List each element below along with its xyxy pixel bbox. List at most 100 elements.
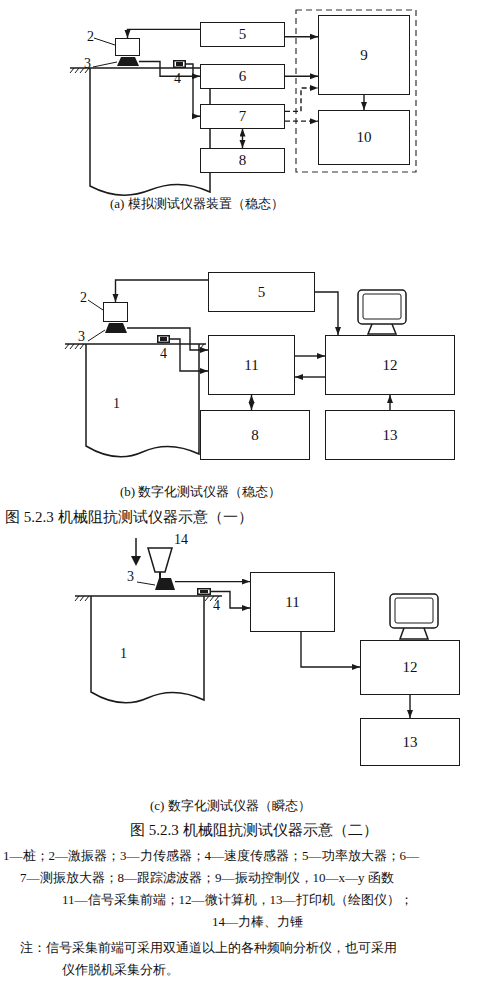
box-number: 5 — [239, 26, 247, 43]
amplifier-box: 6 — [200, 64, 285, 89]
callout-number: 3 — [127, 569, 134, 584]
shape-outline — [157, 335, 170, 343]
connector — [409, 695, 410, 718]
connector — [116, 280, 209, 302]
connector — [128, 29, 201, 38]
hatch-stroke — [80, 596, 84, 601]
callout-number: 4 — [174, 71, 181, 86]
subfigure-caption: (a) 模拟测试仪器装置（稳态） — [110, 196, 284, 212]
box-number: 10 — [357, 129, 372, 146]
connector — [285, 120, 318, 121]
box-number: 8 — [239, 152, 247, 169]
connector — [315, 292, 338, 335]
shape-outline — [105, 323, 127, 333]
hatch-stroke — [75, 596, 79, 601]
leader-line — [88, 300, 103, 310]
connector — [285, 88, 318, 111]
strike-arrow — [131, 538, 141, 566]
leader-line — [137, 582, 155, 585]
connector — [285, 76, 318, 77]
connector — [363, 95, 364, 110]
velocity-sensor: 4 — [173, 60, 186, 68]
hatch-stroke — [200, 344, 204, 349]
callout-number: 3 — [78, 329, 85, 344]
shape-outline — [197, 588, 211, 595]
callout-number: 2 — [80, 290, 87, 305]
tracking-filter: 8 — [200, 148, 285, 173]
force-hammer — [148, 548, 172, 578]
ground-line — [75, 595, 222, 597]
power-amplifier: 5 — [208, 272, 315, 312]
signal-front-end: 11 — [208, 335, 295, 395]
box-number: 13 — [403, 734, 418, 751]
callout-number: 2 — [87, 29, 94, 44]
connector — [295, 355, 325, 356]
connector — [170, 339, 208, 371]
shape-outline — [85, 344, 200, 462]
tracking-filter: 8 — [200, 410, 310, 460]
callout-number: 4 — [160, 346, 167, 361]
subfigure-caption: (b) 数字化测试仪器（稳态） — [120, 484, 281, 500]
box-number: 5 — [258, 284, 266, 301]
hatch-stroke — [80, 344, 84, 349]
force-sensor: 3 — [105, 323, 127, 333]
box-number: 13 — [383, 427, 398, 444]
connector — [251, 395, 252, 410]
force-sensor: 3 — [155, 578, 175, 590]
box-number: 8 — [251, 427, 259, 444]
monitor-icon — [390, 594, 438, 639]
printer-plotter: 13 — [360, 718, 460, 766]
hatch-stroke — [80, 68, 84, 73]
leader-line — [94, 38, 115, 45]
figure-caption: 图 5.2.3 机械阻抗测试仪器示意（一） — [5, 508, 253, 526]
monitor-icon — [358, 290, 406, 334]
vibration-amplifier: 7 — [200, 104, 285, 129]
exciter: 2 — [103, 302, 128, 322]
connector — [242, 129, 243, 149]
pile-outline — [90, 68, 210, 195]
hatch-stroke — [75, 68, 79, 73]
velocity-sensor: 4 — [157, 335, 170, 343]
box-number: 12 — [383, 357, 398, 374]
connector — [175, 581, 250, 582]
leader-line — [88, 330, 105, 341]
shape-outline — [117, 57, 139, 66]
pile: 1 — [90, 596, 205, 708]
box-number: 9 — [360, 47, 368, 64]
hatch-stroke — [75, 344, 79, 349]
connector — [127, 328, 208, 350]
callout-number: 14 — [174, 532, 188, 549]
power-amplifier: 5 — [200, 22, 285, 47]
hatch-stroke — [70, 68, 74, 73]
hatch-stroke — [85, 596, 89, 601]
callout-number: 3 — [84, 56, 91, 71]
box-number: 12 — [403, 659, 418, 676]
dashed-frame — [296, 10, 416, 172]
callout-number: 4 — [213, 598, 220, 613]
figure-caption: 图 5.2.3 机械阻抗测试仪器示意（二） — [130, 821, 378, 839]
ground-line — [70, 67, 216, 69]
connector — [295, 376, 325, 377]
hatch-stroke — [205, 596, 209, 601]
box-number: 7 — [239, 108, 247, 125]
callout-number: 1 — [113, 396, 120, 411]
subfigure-caption: (c) 数字化测试仪器（瞬态） — [150, 798, 311, 814]
box-number: 11 — [285, 594, 299, 611]
connector — [389, 395, 390, 410]
force-sensor: 3 — [117, 57, 139, 66]
shape-outline — [155, 578, 175, 590]
shape-outline — [173, 60, 186, 68]
microcomputer: 12 — [360, 640, 460, 695]
connector — [186, 64, 200, 116]
legend-line: 1—桩；2—激振器；3—力传感器；4—速度传感器；5—功率放大器；6— — [3, 848, 419, 864]
legend-line: 14—力棒、力锤 — [212, 914, 303, 930]
pile: 1 — [85, 344, 200, 462]
connector — [285, 36, 318, 37]
note-text: 仪作脱机采集分析。 — [62, 962, 179, 978]
microcomputer: 12 — [325, 335, 455, 395]
note-text: 注：信号采集前端可采用双通道以上的各种频响分析仪，也可采用 — [20, 940, 397, 956]
box-number: 11 — [244, 357, 258, 374]
box-number: 6 — [239, 68, 247, 85]
callout-number: 1 — [120, 646, 127, 661]
hatch-stroke — [65, 344, 69, 349]
